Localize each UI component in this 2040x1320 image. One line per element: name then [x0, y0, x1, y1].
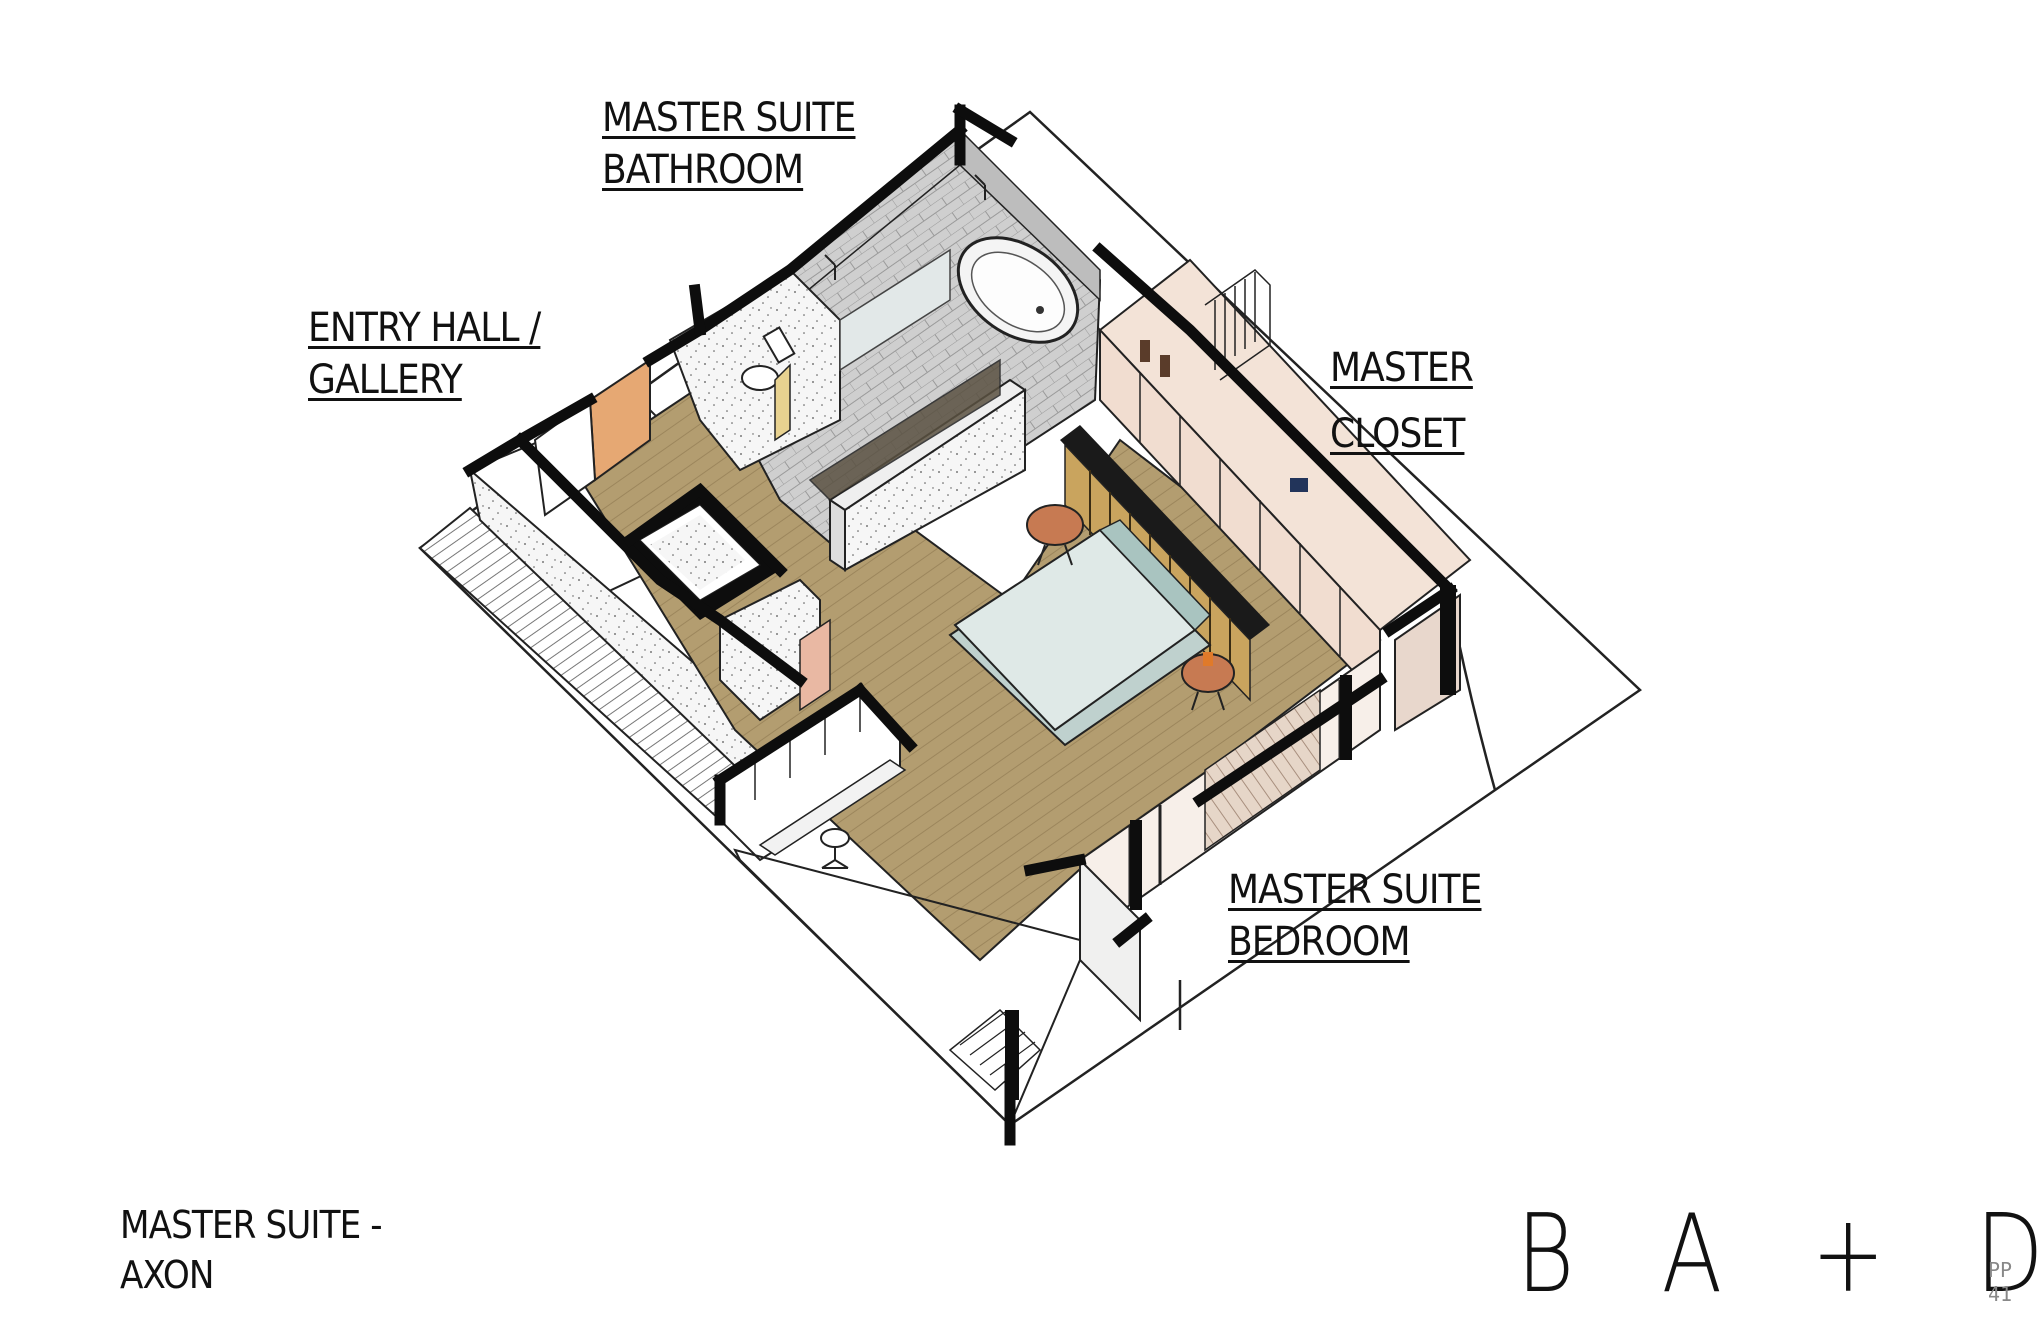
page-value: 41 [1988, 1282, 2013, 1306]
firm-logo: B A + D [1510, 1195, 2040, 1315]
label-line: MASTER [1330, 345, 1474, 391]
label-line: CLOSET [1330, 411, 1465, 457]
label-line: BATHROOM [602, 147, 804, 193]
desk-chair [820, 828, 850, 869]
label-line: BEDROOM [1228, 919, 1411, 965]
drawing-caption: MASTER SUITE - AXON [120, 1200, 383, 1300]
label-master-suite-bedroom: MASTER SUITE BEDROOM [1228, 864, 1482, 968]
vanity-partition [808, 358, 1027, 572]
label-entry-hall-gallery: ENTRY HALL / GALLERY [308, 302, 541, 406]
logo-letter: A [1661, 1192, 1723, 1317]
logo-letter: D [1975, 1192, 2040, 1317]
logo-letter: B [1516, 1192, 1575, 1317]
bathtub [956, 236, 1080, 344]
section-walls [462, 102, 1458, 1146]
label-line: MASTER SUITE [1228, 867, 1482, 913]
exterior-stair [1204, 269, 1271, 381]
courtyard-plan [733, 848, 1081, 1127]
wall-columns [1005, 585, 1456, 1100]
caption-line: MASTER SUITE - [120, 1203, 383, 1247]
caption-line: AXON [120, 1253, 214, 1297]
logo-letter: + [1811, 1192, 1886, 1317]
label-line: MASTER SUITE [602, 95, 856, 141]
shower-fixtures [824, 174, 986, 280]
shower-glass [839, 248, 951, 372]
master-closet [1098, 258, 1472, 703]
page-number: PP 41 [1988, 1258, 2012, 1306]
label-master-closet: MASTER CLOSET [1330, 335, 1474, 467]
bed [948, 519, 1212, 747]
side-table-left [1026, 504, 1084, 566]
label-line: ENTRY HALL / [308, 305, 541, 351]
entry-glazing [1079, 857, 1141, 1023]
label-master-suite-bathroom: MASTER SUITE BATHROOM [602, 92, 856, 196]
toilet [741, 365, 779, 391]
wc-door [774, 363, 791, 442]
label-line: GALLERY [308, 357, 463, 403]
side-table-right [1181, 652, 1235, 711]
page-prefix: PP [1988, 1258, 2013, 1282]
